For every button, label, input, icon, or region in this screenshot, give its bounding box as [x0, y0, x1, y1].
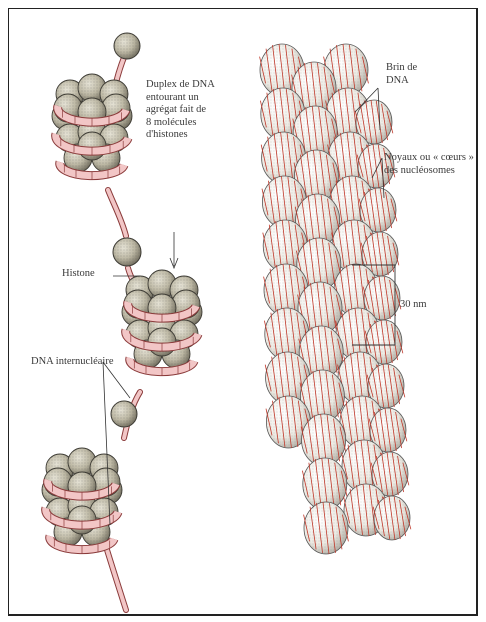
- nucleosome-bottom: [42, 448, 122, 554]
- label-dna-strand: Brin de DNA: [386, 62, 417, 87]
- label-dna-linker: DNA internucléaire: [31, 356, 114, 369]
- nucleosome-top: [52, 74, 132, 180]
- label-histone: Histone: [62, 268, 95, 281]
- histone-sphere: [78, 132, 106, 160]
- nucleosome-middle: [122, 270, 202, 376]
- histone-sphere: [68, 506, 96, 534]
- histone-bead: [114, 33, 140, 59]
- label-nucleosome-cores: Noyaux ou « cœurs » des nucléosomes: [384, 152, 474, 177]
- histone-bead: [111, 401, 137, 427]
- label-fiber-width: 30 nm: [400, 299, 427, 312]
- label-dna-duplex: Duplex de DNA entourant un agrégat fait …: [146, 79, 215, 142]
- 30nm-fiber-diagram: [260, 44, 411, 554]
- histone-sphere: [148, 328, 176, 356]
- nucleosome-core: [304, 502, 349, 554]
- arrow-icon: [170, 232, 178, 268]
- histone-bead: [113, 238, 141, 266]
- nucleosome-core: [373, 496, 411, 540]
